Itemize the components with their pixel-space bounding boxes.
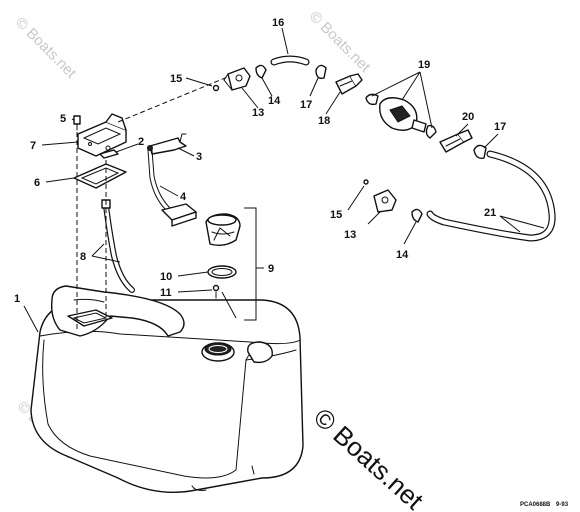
gauge-float-4	[147, 145, 197, 227]
clamp-14-mid	[411, 208, 423, 223]
callout-8: 8	[80, 251, 86, 263]
callout-15-top: 15	[170, 73, 182, 85]
pickup-tube-8	[101, 199, 135, 293]
hose-21	[426, 150, 556, 242]
connector-13-top	[223, 67, 251, 91]
callout-9: 9	[268, 263, 274, 275]
fuel-tank	[30, 285, 304, 493]
drawing-code-date: 9-93	[556, 502, 569, 508]
clamp-14-top	[255, 64, 267, 79]
pin-11	[212, 284, 220, 299]
callout-11: 11	[160, 287, 172, 299]
gasket-6	[73, 163, 127, 189]
connector-13-mid	[373, 189, 397, 213]
callout-14-top: 14	[268, 95, 281, 107]
callout-7: 7	[30, 140, 36, 152]
connector-18	[335, 73, 363, 95]
drawing-code-number: PCA0688B	[520, 502, 551, 508]
fitting-assembly-9	[205, 213, 241, 247]
screw-5	[73, 115, 81, 131]
leader-lines	[23, 27, 545, 333]
gauge-housing-7	[77, 113, 127, 157]
clamp-17-right	[473, 144, 487, 160]
callout-19: 19	[418, 59, 430, 71]
o-ring-15-top	[212, 84, 220, 92]
callout-18: 18	[318, 115, 330, 127]
o-ring-15-mid	[363, 179, 369, 185]
callout-17-right: 17	[494, 121, 506, 133]
callout-15-mid: 15	[330, 209, 342, 221]
callout-6: 6	[34, 177, 40, 189]
callout-2: 2	[138, 136, 144, 148]
callout-21: 21	[484, 207, 496, 219]
callout-13-top: 13	[252, 107, 264, 119]
callout-10: 10	[160, 271, 172, 283]
callout-20: 20	[462, 111, 474, 123]
part-2	[99, 149, 119, 159]
callout-labels: 1 2 3 4 5 6 7 8 9 10 11 13 13 14 14 15 1…	[14, 17, 506, 305]
primer-bulb-19	[365, 93, 437, 139]
clamp-17-top	[315, 64, 327, 80]
callout-14-mid: 14	[396, 249, 409, 261]
callout-3: 3	[196, 151, 202, 163]
callout-1: 1	[14, 293, 20, 305]
callout-5: 5	[60, 113, 66, 125]
hose-16	[270, 55, 310, 66]
callout-4: 4	[180, 191, 187, 203]
fitting-20	[439, 129, 473, 153]
callout-13-mid: 13	[344, 229, 356, 241]
assembly-line	[117, 75, 231, 123]
callout-16: 16	[272, 17, 284, 29]
callout-17-top: 17	[300, 99, 312, 111]
drawing-code: PCA0688B 9-93	[520, 502, 568, 508]
